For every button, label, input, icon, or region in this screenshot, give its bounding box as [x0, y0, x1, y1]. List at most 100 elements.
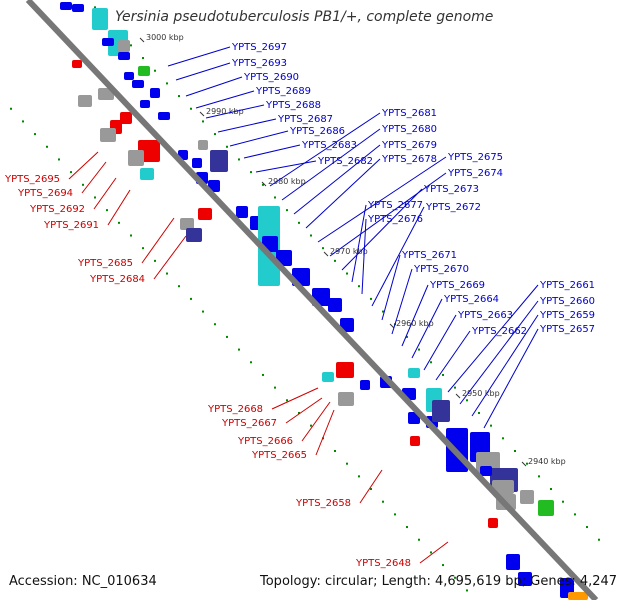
- leader-line: [341, 188, 423, 271]
- track-dot: [418, 538, 420, 541]
- kbp-mark: 2970 kbp: [330, 247, 368, 256]
- track-dot: [142, 57, 144, 60]
- track-dot: [106, 209, 108, 212]
- track-dot: [202, 310, 204, 313]
- gene-feature: [102, 38, 114, 46]
- gene-label-red: YPTS_2667: [221, 418, 277, 429]
- gene-label-blue: YPTS_2673: [423, 184, 479, 195]
- track-dot: [58, 158, 60, 161]
- gene-feature: [336, 362, 354, 378]
- track-dot: [178, 95, 180, 98]
- gene-feature: [140, 168, 154, 180]
- gene-label-blue: YPTS_2679: [381, 140, 437, 151]
- track-dot: [346, 272, 348, 275]
- leader-line: [195, 90, 255, 109]
- track-dot: [238, 158, 240, 161]
- kbp-tick: [455, 393, 461, 399]
- track-dot: [538, 475, 540, 478]
- gene-label-red: YPTS_2658: [295, 498, 351, 509]
- gene-feature: [98, 88, 114, 100]
- gene-feature: [124, 72, 134, 80]
- gene-label-blue: YPTS_2689: [255, 86, 311, 97]
- track-dot: [478, 411, 480, 414]
- track-dot: [250, 361, 252, 364]
- track-dot: [298, 411, 300, 414]
- leader-line: [459, 300, 539, 405]
- track-dot: [514, 450, 516, 452]
- gene-feature: [568, 592, 588, 600]
- gene-feature: [140, 100, 150, 108]
- track-dot: [586, 526, 588, 529]
- leader-line: [351, 204, 367, 283]
- gene-feature: [180, 218, 194, 230]
- page-title: Yersinia pseudotuberculosis PB1/+, compl…: [115, 9, 494, 25]
- gene-feature: [538, 500, 554, 516]
- gene-feature: [60, 2, 72, 10]
- leader-line: [185, 76, 243, 97]
- gene-feature: [192, 158, 202, 168]
- gene-feature: [360, 380, 370, 390]
- gene-feature: [158, 112, 170, 120]
- kbp-mark: 2960 kbp: [396, 319, 434, 328]
- track-dot: [154, 69, 156, 72]
- track-dot: [454, 576, 456, 579]
- track-dot: [274, 196, 276, 199]
- track-dot: [370, 297, 372, 300]
- leader-line: [285, 397, 323, 424]
- kbp-tick: [323, 251, 329, 257]
- gene-label-blue: YPTS_2690: [243, 72, 299, 83]
- track-dot: [142, 247, 144, 250]
- gene-label-red: YPTS_2695: [4, 174, 60, 185]
- gene-label-blue: YPTS_2697: [231, 42, 287, 53]
- track-dot: [430, 361, 432, 364]
- track-dot: [334, 259, 336, 262]
- track-dot: [178, 285, 180, 288]
- track-dot: [382, 310, 384, 313]
- track-dot: [466, 589, 468, 592]
- kbp-tick: [199, 111, 205, 117]
- track-dot: [154, 259, 156, 262]
- leader-line: [381, 254, 401, 321]
- track-dot: [550, 488, 552, 491]
- track-dot: [394, 513, 396, 516]
- gene-label-blue: YPTS_2671: [401, 250, 457, 261]
- gene-label-blue: YPTS_2677: [367, 200, 423, 211]
- track-dot: [346, 462, 348, 465]
- leader-line: [329, 172, 447, 257]
- gene-feature: [138, 66, 150, 76]
- leader-line: [205, 104, 265, 119]
- gene-label-blue: YPTS_2687: [277, 114, 333, 125]
- track-dot: [310, 234, 312, 237]
- leader-line: [255, 160, 317, 173]
- track-dot: [94, 6, 96, 9]
- track-dot: [226, 335, 228, 338]
- track-dot: [46, 145, 48, 148]
- gene-label-blue: YPTS_2678: [381, 154, 437, 165]
- leader-line: [423, 314, 457, 371]
- track-dot: [202, 120, 204, 123]
- gene-label-red: YPTS_2648: [355, 558, 411, 569]
- gene-feature: [338, 392, 354, 406]
- leader-line: [68, 151, 99, 180]
- kbp-tick: [389, 323, 395, 329]
- gene-label-blue: YPTS_2693: [231, 58, 287, 69]
- gene-label-red: YPTS_2691: [43, 220, 99, 231]
- gene-feature: [198, 208, 212, 220]
- gene-label-blue: YPTS_2675: [447, 152, 503, 163]
- gene-label-red: YPTS_2694: [17, 188, 73, 199]
- gene-label-blue: YPTS_2682: [317, 156, 373, 167]
- track-dot: [502, 437, 504, 440]
- track-dot: [562, 500, 564, 503]
- gene-feature: [198, 140, 208, 150]
- leader-line: [281, 128, 381, 201]
- kbp-tick: [261, 181, 267, 187]
- gene-label-blue: YPTS_2661: [539, 280, 595, 291]
- gene-label-blue: YPTS_2663: [457, 310, 513, 321]
- gene-feature: [520, 490, 534, 504]
- tick-dots: [10, 6, 600, 592]
- gene-feature: [492, 480, 514, 494]
- gene-label-blue: YPTS_2686: [289, 126, 345, 137]
- leader-line: [217, 118, 277, 133]
- gene-feature: [236, 206, 248, 218]
